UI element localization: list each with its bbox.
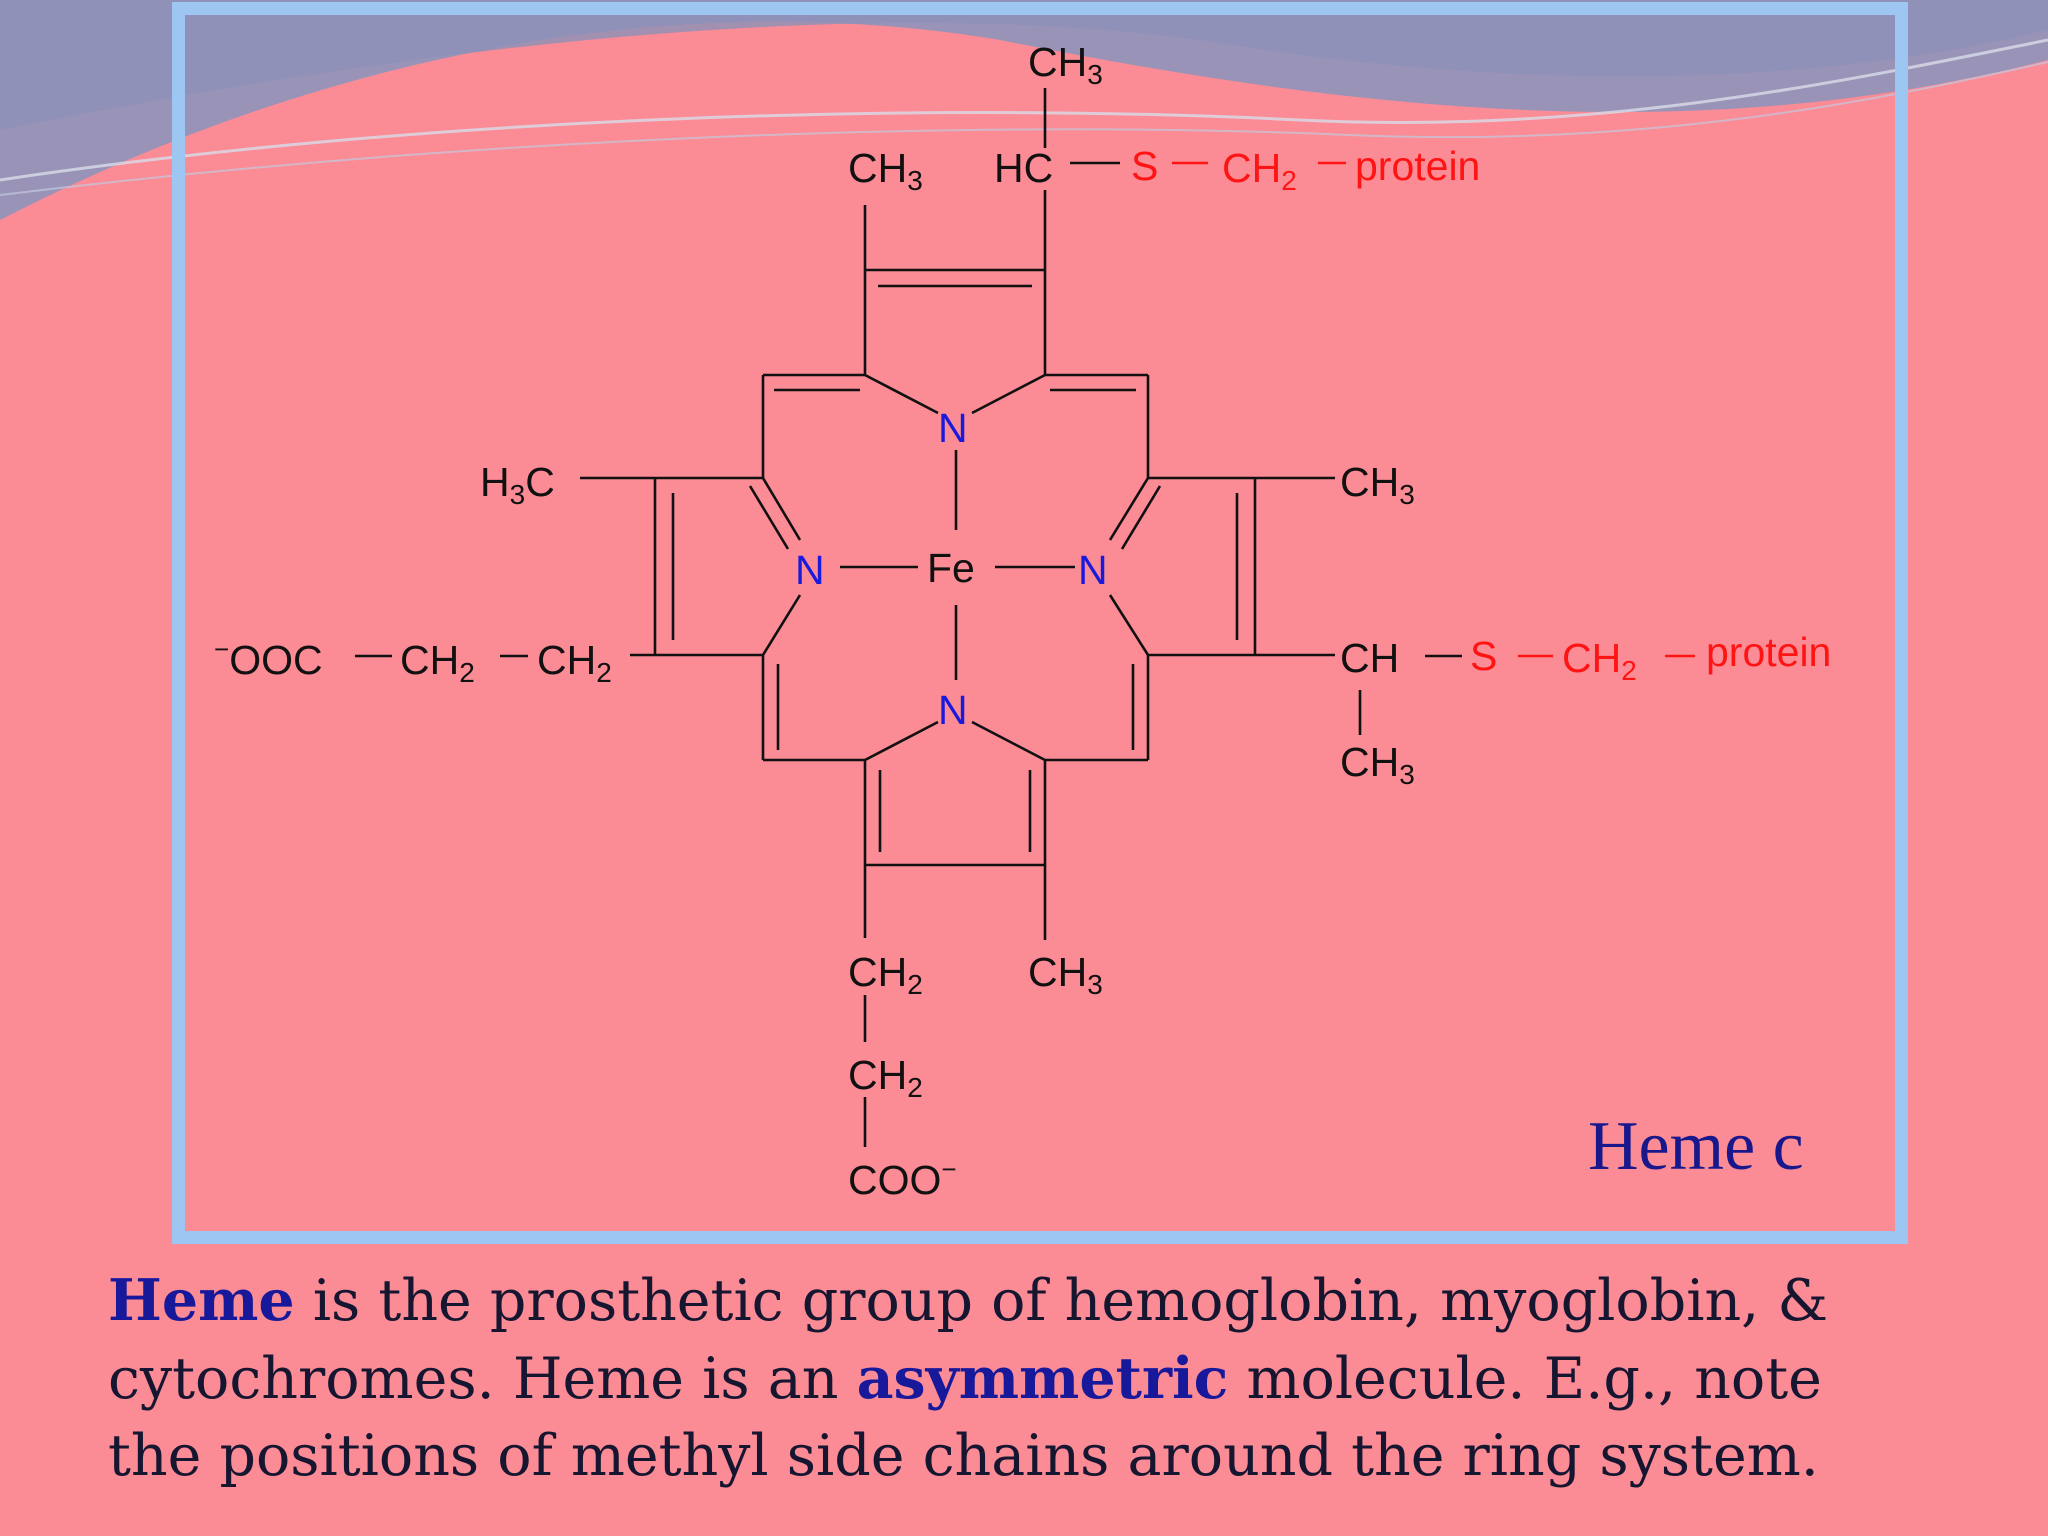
diagram-title: Heme c [1588, 1108, 1804, 1185]
right-protein: protein [1706, 629, 1832, 675]
right-lower-ch3: CH3 [1340, 739, 1415, 790]
bottom-ch2-b: CH2 [848, 1052, 923, 1103]
top-protein: protein [1355, 143, 1481, 189]
caption-text: Heme is the prosthetic group of hemoglob… [108, 1262, 2008, 1495]
top-hc: HC [994, 145, 1054, 191]
nitrogen-right: N [1078, 547, 1108, 593]
right-methyl-ch3: CH3 [1340, 459, 1415, 510]
top-left-methyl-ch3: CH3 [848, 145, 923, 196]
nitrogen-left: N [795, 547, 825, 593]
caption-line-2: cytochromes. Heme is an asymmetric molec… [108, 1340, 2008, 1418]
bottom-carboxylate: COO− [848, 1154, 957, 1203]
right-ch: CH [1340, 635, 1400, 681]
caption-part-2: cytochromes. Heme is an [108, 1346, 857, 1412]
iron-fe: Fe [927, 545, 975, 591]
nitrogen-bottom: N [938, 687, 968, 733]
diagram-frame [172, 2, 1908, 1244]
left-ch2-a: CH2 [400, 637, 475, 688]
keyword-asymmetric: asymmetric [856, 1345, 1229, 1412]
left-propionate-ooc: −OOC [214, 634, 323, 683]
caption-part-3: molecule. E.g., note [1228, 1346, 1822, 1412]
left-ch2-b: CH2 [537, 637, 612, 688]
caption-part-1: is the prosthetic group of hemoglobin, m… [294, 1268, 1829, 1334]
nitrogen-top: N [938, 405, 968, 451]
caption-line-1: Heme is the prosthetic group of hemoglob… [108, 1262, 2008, 1340]
right-ch2: CH2 [1562, 635, 1637, 686]
left-methyl-h3c: H3C [480, 459, 555, 510]
bottom-ch2-a: CH2 [848, 949, 923, 1000]
top-ch2: CH2 [1222, 145, 1297, 196]
top-methyl-ch3: CH3 [1028, 39, 1103, 90]
right-sulfur: S [1470, 633, 1498, 679]
caption-line-3: the positions of methyl side chains arou… [108, 1423, 1819, 1489]
top-sulfur: S [1131, 143, 1159, 189]
keyword-heme: Heme [108, 1267, 295, 1334]
bottom-methyl-ch3: CH3 [1028, 949, 1103, 1000]
